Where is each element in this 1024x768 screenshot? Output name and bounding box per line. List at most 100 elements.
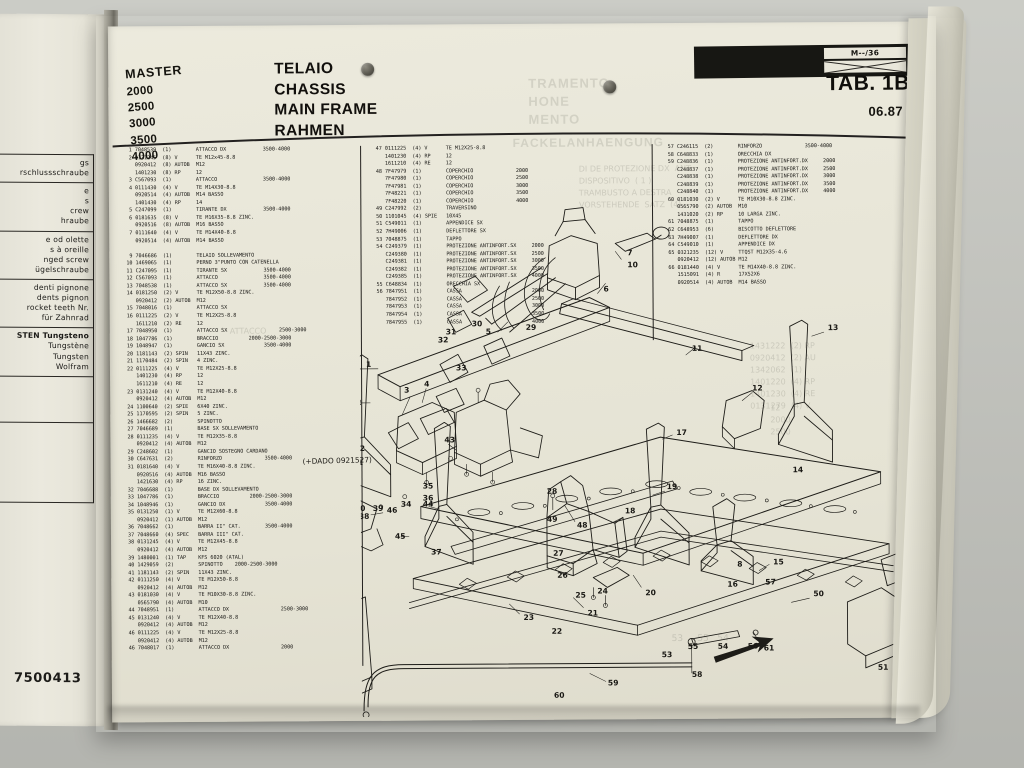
ghost-text: HONE <box>528 93 570 109</box>
diagram-callout: 5 <box>486 327 491 336</box>
diagram-callout: 2 <box>359 398 362 407</box>
glossary-line: nged screw <box>43 254 89 265</box>
diagram-callout: 22 <box>552 627 563 636</box>
glossary-row: e s crew hraube <box>0 182 93 232</box>
title-english-alt: MAIN FRAME <box>274 101 378 119</box>
diagram-callout: 60 <box>554 691 565 700</box>
diagram-callout: 24 <box>597 586 608 595</box>
code-stamp: M--/36 <box>823 46 913 73</box>
glossary-line: Tungstène <box>48 341 89 351</box>
diagram-callout: 40 <box>359 504 365 513</box>
diagram-callout: 7 <box>627 248 632 257</box>
diagram-callout: 27 <box>553 549 564 558</box>
diagram-callout: 53 <box>662 650 673 659</box>
diagram-callout: 41 <box>359 458 363 467</box>
catalogue-page: TRAMENTO HONE MENTO FACKELANHAENGUNG DI … <box>107 21 919 723</box>
diagram-callout: 16 <box>727 580 738 589</box>
glossary-row <box>0 376 93 423</box>
diagram-callout: 38 <box>359 512 369 521</box>
revision-date: 06.87 <box>868 103 904 119</box>
glossary-line: s à oreille <box>50 244 89 254</box>
binder-hole-icon <box>361 62 375 76</box>
diagram-callout: 4 <box>424 380 429 389</box>
title-english: CHASSIS <box>274 80 347 99</box>
diagram-callout: 25 <box>575 591 586 600</box>
exploded-diagram: 1234567891011121314151617181920212223242… <box>358 204 909 717</box>
glossary-row: denti pignone dents pignon rocket teeth … <box>0 279 93 329</box>
diagram-callout: 58 <box>692 670 703 679</box>
diagram-callout: 31 <box>446 327 457 336</box>
diagram-callout: 18 <box>625 506 636 515</box>
diagram-callout: 56 <box>748 642 759 651</box>
diagram-callout: 50 <box>813 589 824 598</box>
diagram-callout: 36 <box>423 493 434 502</box>
page-bottom-shadow <box>108 706 920 724</box>
parts-row: 57 C246115 (2) RINFORZO 3500-4000 <box>664 143 833 151</box>
glossary-line: crew <box>70 206 89 216</box>
glossary-line: ügelschraube <box>35 264 89 275</box>
glossary-line: hraube <box>60 216 89 226</box>
glossary-row <box>0 422 93 503</box>
code-stamp-label: M--/36 <box>823 46 907 59</box>
glossary-line: dents pignon <box>36 292 89 303</box>
diagram-callout: 46 <box>387 506 398 515</box>
glossary-line: s <box>84 196 89 206</box>
glossary-line: STEN Tungsteno <box>16 331 89 341</box>
glossary-line: für Zahnrad <box>41 313 89 323</box>
diagram-callout: 28 <box>547 487 558 496</box>
diagram-callout: 42 <box>359 444 365 453</box>
diagram-callout: 59 <box>608 678 619 687</box>
diagram-callout: 29 <box>526 323 537 332</box>
header-divider <box>112 132 907 148</box>
glossary-row: e od olette s à oreille nged screw ügels… <box>0 231 93 281</box>
diagram-callout: 21 <box>587 608 598 617</box>
diagram-callout: 30 <box>472 319 483 328</box>
diagram-callout: 48 <box>577 521 588 530</box>
diagram-callout: 23 <box>523 613 534 622</box>
diagram-callout: 43 <box>444 435 455 444</box>
glossary-line: Wolfram <box>55 361 89 371</box>
diagram-callout: 35 <box>423 481 434 490</box>
diagram-callout: 8 <box>737 560 742 569</box>
diagram-callout: 33 <box>456 363 467 372</box>
glossary-row: STEN Tungsteno Tungstène Tungsten Wolfra… <box>0 327 93 377</box>
glossary-line: e <box>84 186 89 196</box>
parts-row: 1 7048539 (1) ATTACCO DX 3500-4000 <box>122 146 291 154</box>
tab-number: TAB. 1B <box>826 71 910 96</box>
diagram-callout: 1 <box>366 360 371 369</box>
left-page-number: 7500413 <box>14 670 82 687</box>
diagram-callout: 3 <box>404 386 409 395</box>
diagram-callout: 45 <box>395 532 406 541</box>
parts-row: 46 7048017 (1) ATTACCO DX 2000 <box>125 644 294 652</box>
diagram-callout: 10 <box>627 260 638 269</box>
glossary-table: gs rschlussschraube e s crew hraube e od… <box>0 153 94 503</box>
diagram-callout: 44 <box>423 499 434 508</box>
ghost-text: TRAMENTO <box>528 75 610 91</box>
binder-hole-icon <box>603 80 617 94</box>
left-page: gs rschlussschraube e s crew hraube e od… <box>0 13 108 727</box>
diagram-callout: 54 <box>718 642 729 651</box>
diagram-callout: 6 <box>603 284 608 293</box>
glossary-line: Tungsten <box>53 351 89 361</box>
glossary-line: gs <box>79 158 89 168</box>
diagram-callout: 61 <box>764 643 775 652</box>
diagram-callout: 26 <box>557 571 568 580</box>
diagram-callout: 20 <box>645 588 656 597</box>
diagram-callout: 17 <box>676 428 687 437</box>
diagram-callout: 34 <box>401 500 412 509</box>
diagram-callout: 13 <box>828 323 839 332</box>
diagram-callout: 12 <box>752 383 763 392</box>
parts-column-left: 1 7048539 (1) ATTACCO DX 3500-4000 2 013… <box>123 146 309 653</box>
diagram-callout: 11 <box>692 344 703 353</box>
diagram-callout: 49 <box>547 515 558 524</box>
glossary-line: rschlussschraube <box>19 167 89 178</box>
diagram-callout: 39 <box>373 504 384 513</box>
diagram-callout: 15 <box>773 557 784 566</box>
diagram-callout: 55 <box>688 642 699 651</box>
glossary-line: e od olette <box>45 234 89 244</box>
diagram-callout: 14 <box>793 465 804 474</box>
diagram-callout: 37 <box>431 547 442 556</box>
diagram-callout: 51 <box>878 663 889 672</box>
glossary-row: gs rschlussschraube <box>0 154 93 184</box>
